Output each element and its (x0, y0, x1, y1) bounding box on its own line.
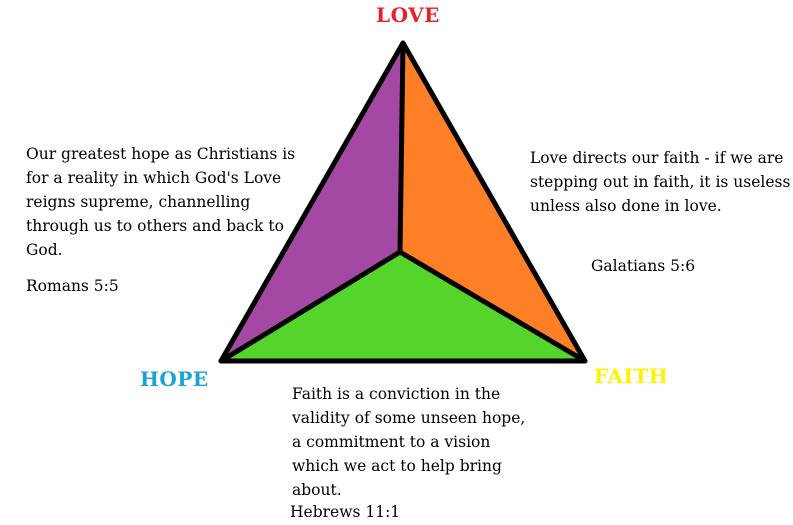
love-reference: Galatians 5:6 (591, 257, 696, 275)
love-description: Love directs our faith - if we are stepp… (530, 149, 791, 215)
hope-faith-region (221, 252, 585, 361)
faith-description: Faith is a conviction in the validity of… (292, 385, 526, 499)
hope-label: HOPE (140, 367, 209, 391)
hope-reference: Romans 5:5 (26, 277, 119, 295)
love-label: LOVE (376, 3, 440, 27)
faith-label: FAITH (594, 364, 669, 388)
faith-reference: Hebrews 11:1 (290, 503, 401, 521)
hope-description: Our greatest hope as Christians is for a… (26, 145, 296, 259)
